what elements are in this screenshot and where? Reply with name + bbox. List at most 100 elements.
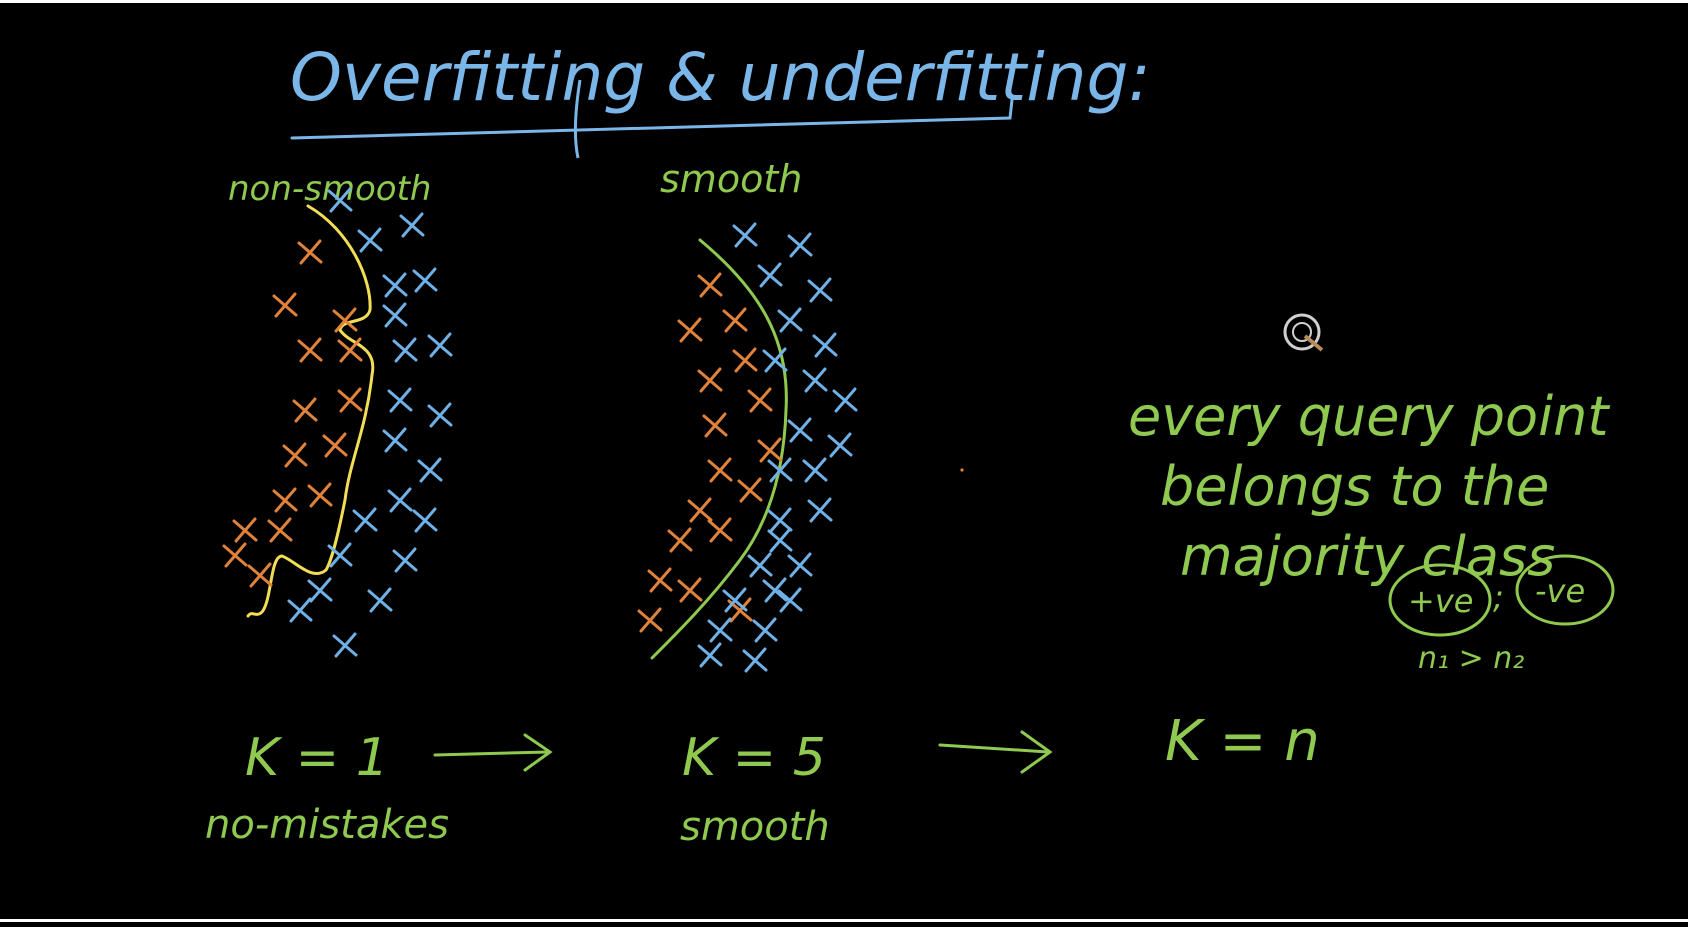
blue-cross: [399, 212, 425, 238]
blue-cross: [392, 337, 418, 363]
arrow-right-icon: [433, 733, 553, 772]
conclusion-line-3: majority class: [1180, 525, 1555, 588]
blue-cross: [767, 527, 793, 553]
blue-cross: [392, 547, 418, 573]
blue-cross: [332, 632, 358, 658]
blue-cross: [382, 302, 408, 328]
orange-cross: [637, 607, 663, 633]
blue-cross: [387, 487, 413, 513]
k1-label: K = 1: [245, 728, 389, 788]
boundary-k1: [246, 204, 375, 618]
orange-cross: [267, 517, 293, 543]
blue-cross: [767, 507, 793, 533]
orange-cross: [697, 367, 723, 393]
blue-cross: [352, 507, 378, 533]
blue-cross: [802, 457, 828, 483]
class-neg-bubble: [1515, 554, 1615, 626]
orange-cross: [247, 562, 273, 588]
orange-cross: [297, 239, 323, 265]
class-neg-label: -ve: [1535, 572, 1585, 610]
orange-cross: [737, 477, 763, 503]
blue-cross: [307, 577, 333, 603]
orange-cross: [307, 482, 333, 508]
blue-cross: [412, 507, 438, 533]
orange-cross: [332, 307, 358, 333]
k1-caption: no-mistakes: [205, 802, 449, 848]
blue-cross: [382, 272, 408, 298]
page-title: Overfitting & underfitting:: [290, 39, 1151, 116]
orange-cross: [747, 387, 773, 413]
conclusion-line-2: belongs to the: [1160, 455, 1549, 518]
orange-cross: [232, 517, 258, 543]
orange-cross: [272, 292, 298, 318]
class-separator: ;: [1493, 578, 1504, 616]
orange-cross: [677, 317, 703, 343]
panel-1-label: non-smooth: [228, 169, 432, 209]
blue-cross: [827, 432, 853, 458]
orange-cross: [757, 437, 783, 463]
orange-cross: [697, 272, 723, 298]
blue-cross: [367, 587, 393, 613]
class-pos-bubble: [1388, 563, 1492, 637]
orange-cross: [282, 442, 308, 468]
orange-cross: [687, 497, 713, 523]
panel-2-label: smooth: [660, 157, 802, 201]
title-underline-hook: [573, 79, 582, 159]
blue-cross: [327, 187, 353, 213]
k5-label: K = 5: [682, 728, 826, 788]
title-underline: [290, 98, 1014, 140]
blue-cross: [357, 227, 383, 253]
arrow-right-icon: [938, 730, 1053, 774]
conclusion-line-1: every query point: [1128, 385, 1610, 448]
orange-cross: [722, 307, 748, 333]
scatter-k1: [222, 187, 453, 658]
blue-cross: [287, 597, 313, 623]
blue-cross: [787, 552, 813, 578]
class-pos-label: +ve: [1408, 582, 1473, 620]
stray-dot: [960, 468, 964, 472]
blue-cross: [832, 387, 858, 413]
blue-cross: [427, 332, 453, 358]
blue-cross: [777, 587, 803, 613]
orange-cross: [707, 457, 733, 483]
orange-cross: [707, 517, 733, 543]
blue-cross: [762, 347, 788, 373]
blue-cross: [387, 387, 413, 413]
orange-cross: [677, 577, 703, 603]
blue-cross: [382, 427, 408, 453]
blue-cross: [802, 367, 828, 393]
orange-cross: [222, 542, 248, 568]
orange-cross: [292, 397, 318, 423]
blue-cross: [732, 222, 758, 248]
blue-cross: [707, 617, 733, 643]
blue-cross: [762, 577, 788, 603]
class-count-relation: n₁ > n₂: [1418, 641, 1524, 676]
blue-cross: [807, 277, 833, 303]
orange-cross: [647, 567, 673, 593]
orange-cross: [337, 387, 363, 413]
blue-cross: [417, 457, 443, 483]
blue-cross: [327, 542, 353, 568]
orange-cross: [732, 347, 758, 373]
blue-cross: [757, 262, 783, 288]
orange-cross: [702, 412, 728, 438]
blue-cross: [787, 417, 813, 443]
orange-cross: [337, 337, 363, 363]
cursor-icon: [1283, 313, 1324, 352]
blue-cross: [787, 232, 813, 258]
blue-cross: [722, 587, 748, 613]
blue-cross: [752, 617, 778, 643]
orange-cross: [272, 487, 298, 513]
orange-cross: [322, 432, 348, 458]
orange-cross: [297, 337, 323, 363]
blue-cross: [767, 457, 793, 483]
blue-cross: [697, 642, 723, 668]
blue-cross: [807, 497, 833, 523]
blue-cross: [777, 307, 803, 333]
k5-caption: smooth: [680, 804, 830, 850]
blue-cross: [742, 647, 768, 673]
orange-cross: [667, 527, 693, 553]
blue-cross: [412, 267, 438, 293]
